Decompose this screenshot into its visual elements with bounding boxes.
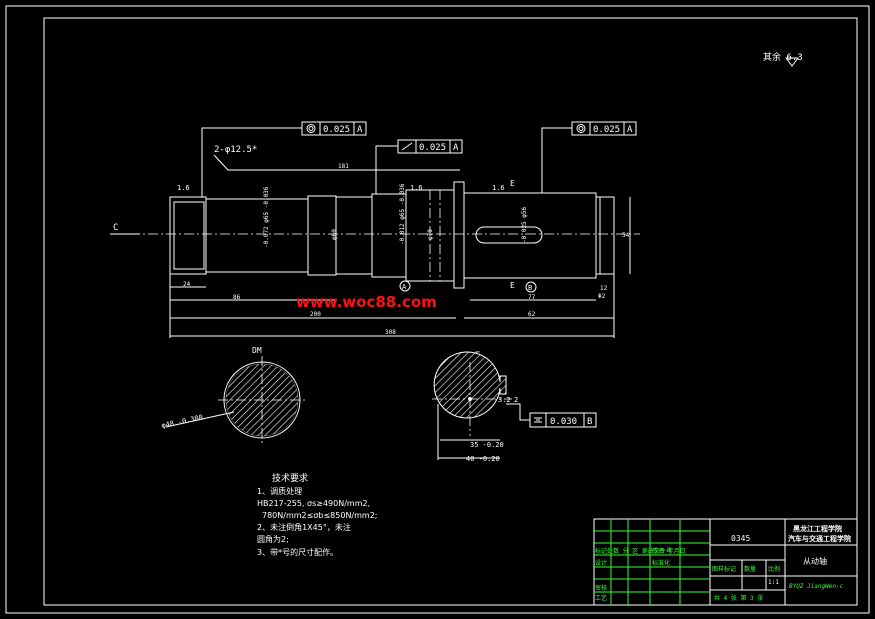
section-dm-label: DM [252, 346, 262, 355]
dim-77: 77 [528, 294, 536, 301]
label-e-top: E [510, 179, 515, 188]
tech-title: 技术要求 [272, 472, 308, 484]
tol-left-datum: A [357, 125, 363, 135]
tb-mark-row: 标记处数 分 区 更改文件号 [595, 547, 672, 555]
dim-ee-d: 40 -0.20 [466, 455, 500, 463]
shaft-seg-2 [205, 198, 309, 273]
dim-12: 12 [600, 285, 608, 292]
dim-308: 308 [385, 329, 396, 336]
dim-ee-a: 3.2 [498, 396, 511, 404]
chamfer-left [173, 201, 205, 270]
tol-mid-value: 0.025 [419, 143, 446, 153]
dim-24: 24 [183, 281, 191, 288]
label-e-bottom: E [510, 281, 515, 290]
shaft-seg-keyway [463, 192, 597, 279]
dim-ee-c: 35 -0.20 [470, 441, 504, 449]
tb-sign-row: 签名 年月日 [652, 547, 686, 555]
dim-right-tol: -0.025 φ56 [521, 206, 528, 243]
tb-std: 标准化 [652, 559, 670, 567]
shaft-seg-left-end [169, 196, 207, 275]
dim-62: 62 [528, 311, 536, 318]
datum-b-label: B [528, 284, 532, 292]
tech-line-2: HB217-255, σs≥490N/mm2, [257, 499, 370, 508]
shaft-main-view [130, 181, 640, 289]
dim-86: 86 [233, 294, 241, 301]
dim-ee-b: 2 [514, 396, 518, 404]
tb-process: 工艺 [595, 594, 607, 602]
tb-author: BYQZ JiangWen-c [789, 583, 844, 590]
tb-scale-head: 图样标记 [712, 565, 736, 573]
dim-dm: φ48 -0.380 [161, 413, 204, 430]
ra-right: 1.6 [492, 184, 505, 192]
ra-mid: 1.6 [410, 184, 423, 192]
roughness-symbol-icon [785, 57, 799, 67]
tolerance-frame-right: 0.025 A [541, 121, 637, 193]
shaft-collar [453, 181, 465, 289]
tol-right-datum: A [627, 125, 633, 135]
inner-border [43, 17, 858, 606]
tb-school-1: 黑龙江工程学院 [793, 524, 842, 533]
tech-line-1: 1、调质处理 [257, 486, 302, 496]
ra-left: 1.6 [177, 184, 190, 192]
shaft-seg-4 [335, 196, 373, 275]
tech-line-3: 780N/mm2≤σb≤850N/mm2; [262, 511, 378, 520]
dim-mid-tol: -0.012 φ65 -0.036 [399, 183, 406, 245]
keyway-slot [475, 226, 543, 244]
tol-key-datum: B [587, 417, 592, 427]
tol-mid-datum: A [453, 143, 459, 153]
tb-sheets: 共 4 张 第 3 张 [714, 594, 763, 602]
tech-line-5: 圆角为2; [257, 534, 289, 544]
tol-left-value: 0.025 [323, 125, 350, 135]
tb-designer: 设计 [595, 559, 607, 567]
tb-ratio-head: 比例 [768, 565, 780, 573]
tol-key-value: 0.030 [550, 417, 577, 427]
label-c: C [113, 223, 118, 233]
dim-left-tol: -0.072 φ65 -0.036 [263, 186, 270, 248]
datum-a-label: A [402, 283, 407, 291]
tech-requirements: 技术要求 1、调质处理 HB217-255, σs≥490N/mm2, 780N… [257, 472, 378, 557]
tb-drawing-no: 0345 [731, 534, 750, 543]
dim-70: φ70 [427, 229, 434, 240]
tb-school-2: 汽车与交通工程学院 [788, 534, 851, 543]
dim-200: 200 [310, 311, 321, 318]
section-ee: E-E 3.2 2 35 -0.20 40 -0.20 0.030 B [432, 351, 597, 463]
roughness-note: 其余 6.3 [763, 51, 803, 63]
dim-60: φ60 [331, 229, 338, 240]
title-block: 标记处数 分 区 更改文件号 签名 年月日 设计 标准化 审核 工艺 0345 … [593, 518, 858, 606]
tech-line-4: 2、未注倒角1X45°，未注 [257, 522, 351, 532]
dim-holes: 2-φ12.5* [214, 145, 257, 155]
tol-right-value: 0.025 [593, 125, 620, 135]
section-dm: DM φ48 -0.380 [161, 346, 306, 444]
dim-82: Φ2 [598, 293, 606, 300]
dim-181: 181 [338, 163, 349, 170]
dim-54: 54 [622, 232, 630, 239]
outer-border [5, 5, 870, 614]
tolerance-frame-middle: 0.025 A [375, 139, 463, 194]
tb-part-name: 从动轴 [803, 556, 827, 566]
tolerance-frame-left: 0.025 A [201, 121, 367, 197]
tb-check: 审核 [595, 584, 607, 592]
tech-line-6: 3、带*号的尺寸配作。 [257, 547, 338, 557]
tb-ratio-val: 1:1 [768, 579, 779, 586]
tb-qty-head: 数量 [744, 565, 756, 573]
watermark: www.woc88.com [296, 293, 437, 311]
shaft-seg-right-end [595, 196, 615, 275]
datum-b-marker [525, 281, 537, 293]
datum-a-marker [399, 280, 411, 292]
